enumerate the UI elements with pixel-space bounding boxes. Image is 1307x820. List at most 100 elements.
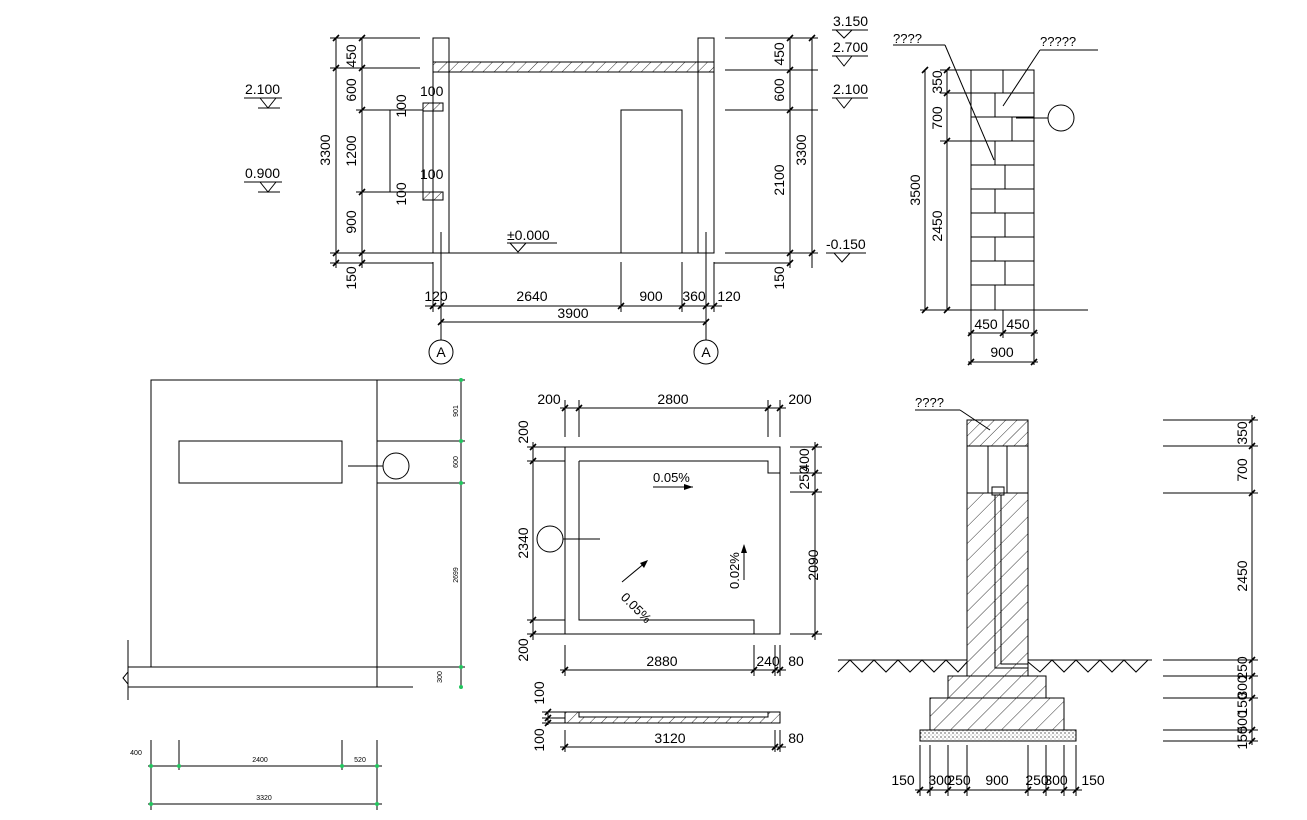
svg-text:100: 100 — [420, 166, 444, 182]
svg-text:-0.150: -0.150 — [826, 236, 866, 252]
dimension-tick — [776, 404, 784, 412]
svg-text:350: 350 — [1234, 421, 1250, 445]
roof-slab — [432, 61, 715, 73]
dimension-tick — [999, 329, 1007, 337]
svg-text:±0.000: ±0.000 — [507, 227, 550, 243]
svg-text:2450: 2450 — [929, 210, 945, 241]
dimension-tick — [1248, 672, 1256, 680]
svg-text:250: 250 — [1234, 656, 1250, 680]
svg-text:300: 300 — [437, 671, 444, 683]
dimension-tick — [437, 302, 445, 310]
axis-label-left: A — [436, 344, 446, 360]
svg-text:400: 400 — [130, 750, 142, 757]
dimension-tick — [926, 786, 934, 794]
dimension-tick — [786, 249, 794, 257]
level-marker-2700: 2.700 — [832, 39, 868, 67]
dimension-tick — [1042, 786, 1050, 794]
svg-text:3320: 3320 — [256, 795, 272, 802]
axis-label-right: A — [701, 344, 711, 360]
svg-text:3500: 3500 — [907, 174, 923, 205]
dimension-tick — [1248, 416, 1256, 424]
dimension-tick — [1248, 694, 1256, 702]
svg-text:200: 200 — [515, 638, 531, 662]
svg-text:100: 100 — [420, 83, 444, 99]
plan-view: 0.05% 0.05% 0.02% 200 2800 200 200 2340 … — [515, 391, 822, 676]
foundation-label: ???? — [915, 395, 944, 410]
dimension-tick — [916, 786, 924, 794]
dimension-tick — [776, 666, 784, 674]
dimension-tick — [811, 630, 819, 638]
dimension-tick — [786, 259, 794, 267]
dimension-tick — [943, 66, 951, 74]
svg-text:3.150: 3.150 — [833, 13, 868, 29]
svg-text:450: 450 — [1006, 316, 1030, 332]
svg-text:80: 80 — [788, 653, 804, 669]
svg-text:240: 240 — [756, 653, 780, 669]
svg-text:900: 900 — [639, 288, 663, 304]
svg-text:450: 450 — [974, 316, 998, 332]
svg-text:100: 100 — [393, 182, 409, 206]
svg-text:80: 80 — [788, 730, 804, 746]
svg-text:450: 450 — [343, 44, 359, 68]
dimension-tick — [332, 249, 340, 257]
svg-text:900: 900 — [990, 344, 1014, 360]
svg-text:700: 700 — [929, 106, 945, 130]
dimension-tick — [808, 249, 816, 257]
svg-text:2.100: 2.100 — [245, 81, 280, 97]
dimension-tick — [776, 743, 784, 751]
dimension-tick — [358, 106, 366, 114]
svg-text:2450: 2450 — [1234, 560, 1250, 591]
level-marker-floor: ±0.000 — [507, 227, 557, 253]
svg-text:600: 600 — [343, 78, 359, 102]
dimension-tick — [332, 259, 340, 267]
dimension-tick — [921, 66, 929, 74]
svg-text:150: 150 — [343, 266, 359, 290]
svg-text:100: 100 — [393, 94, 409, 118]
front-elevation: 901 600 2699 300 400 2400 520 3320 — [122, 378, 465, 810]
level-marker-2100-right: 2.100 — [832, 81, 868, 109]
dimension-tick — [437, 318, 445, 326]
dimension-tick — [678, 302, 686, 310]
dimension-tick — [332, 64, 340, 72]
svg-text:120: 120 — [717, 288, 741, 304]
level-marker-ground: -0.150 — [826, 236, 866, 263]
svg-text:450: 450 — [771, 42, 787, 66]
dimension-tick — [771, 666, 779, 674]
svg-text:360: 360 — [682, 288, 706, 304]
level-marker-3150: 3.150 — [832, 13, 868, 39]
foundation-section: ???? 350 700 2450 250 300 150 500 150 15… — [837, 395, 1258, 796]
svg-text:120: 120 — [424, 288, 448, 304]
dimension-tick — [429, 302, 437, 310]
dimension-tick — [529, 616, 537, 624]
svg-text:2699: 2699 — [453, 567, 460, 583]
svg-text:600: 600 — [453, 456, 460, 468]
wall-label-2: ????? — [1040, 34, 1076, 49]
dimension-tick — [786, 106, 794, 114]
dimension-tick — [1248, 737, 1256, 745]
svg-text:300: 300 — [1234, 675, 1250, 699]
svg-text:2880: 2880 — [646, 653, 677, 669]
svg-text:200: 200 — [515, 420, 531, 444]
svg-text:500: 500 — [1234, 710, 1250, 734]
dimension-tick — [561, 404, 569, 412]
svg-text:200: 200 — [788, 391, 812, 407]
level-marker-0900: 0.900 — [244, 165, 282, 193]
dimension-tick — [764, 404, 772, 412]
dimension-tick — [771, 743, 779, 751]
slope-label-right: 0.02% — [727, 552, 742, 589]
dimension-tick — [1060, 786, 1068, 794]
svg-text:3300: 3300 — [317, 134, 333, 165]
dimension-tick — [811, 443, 819, 451]
svg-text:400: 400 — [796, 448, 812, 472]
dimension-tick — [943, 306, 951, 314]
wall-elevation: ???? ????? 350 700 3500 2450 450 450 900 — [893, 31, 1098, 365]
dimension-tick — [544, 708, 552, 716]
svg-text:900: 900 — [985, 772, 1009, 788]
dimension-tick — [1024, 786, 1032, 794]
dimension-tick — [963, 786, 971, 794]
dimension-tick — [811, 488, 819, 496]
section-view: A A 2.100 0.900 3.150 2.700 2.1 — [244, 13, 868, 365]
dimension-tick — [702, 318, 710, 326]
svg-text:600: 600 — [771, 78, 787, 102]
